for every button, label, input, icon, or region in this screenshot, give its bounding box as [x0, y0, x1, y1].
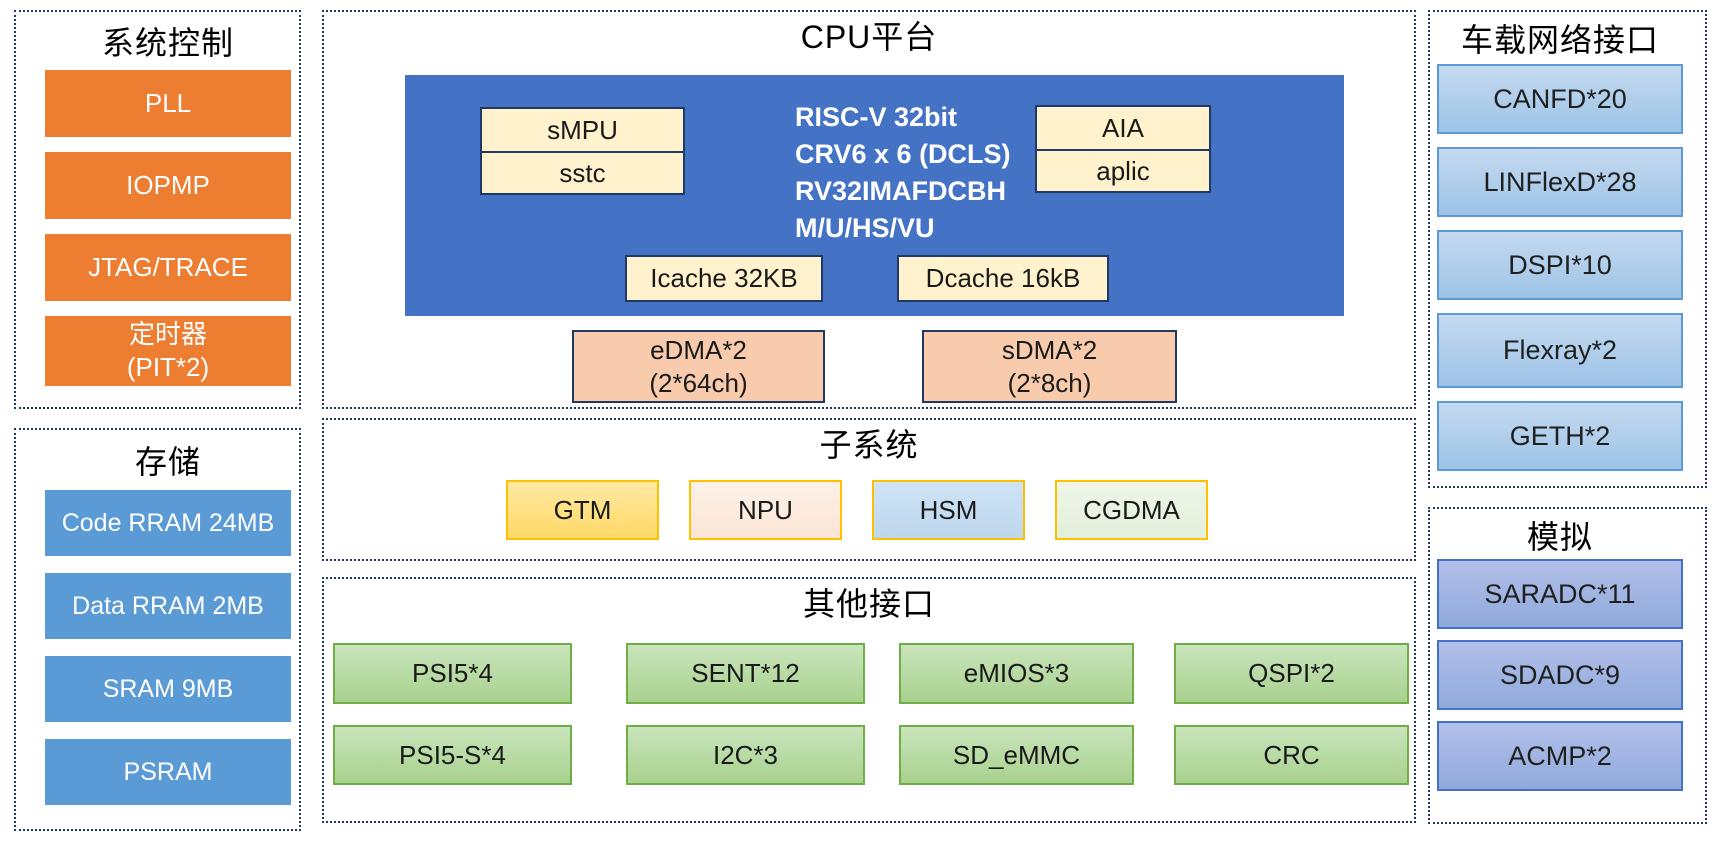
- block-canfd: CANFD*20: [1437, 64, 1683, 134]
- storage-title: 存储: [134, 444, 201, 480]
- panel-cpu-platform: CPU平台 sMPU sstc RISC-V 32bit CRV6 x 6 (D…: [322, 10, 1416, 409]
- block-jtag-trace: JTAG/TRACE: [45, 234, 291, 301]
- block-dspi: DSPI*10: [1437, 230, 1683, 300]
- panel-other-interfaces: 其他接口 PSI5*4 SENT*12 eMIOS*3 QSPI*2 PSI5-…: [322, 577, 1416, 823]
- panel-subsystem: 子系统 GTM NPU HSM CGDMA: [322, 418, 1416, 561]
- smpu-sstc-stack: sMPU sstc: [480, 107, 685, 195]
- block-edma-label: eDMA*2: [650, 334, 747, 365]
- block-psi5: PSI5*4: [333, 643, 572, 704]
- block-sram-label: SRAM 9MB: [102, 674, 234, 703]
- cpu-core-line-1: RISC-V 32bit: [795, 102, 958, 132]
- block-i2c: I2C*3: [626, 725, 865, 785]
- block-aia: AIA: [1102, 112, 1144, 143]
- block-timer-pit: 定时器 (PIT*2): [45, 316, 291, 386]
- panel-vehicle-network: 车载网络接口 CANFD*20 LINFlexD*28 DSPI*10 Flex…: [1428, 10, 1707, 488]
- block-emios: eMIOS*3: [899, 643, 1134, 704]
- panel-analog: 模拟 SARADC*11 SDADC*9 ACMP*2: [1428, 507, 1707, 824]
- block-cgdma: CGDMA: [1055, 480, 1208, 540]
- cpu-core-line-3: RV32IMAFDCBH: [795, 176, 1007, 206]
- panel-storage: 存储 Code RRAM 24MB Data RRAM 2MB SRAM 9MB…: [14, 428, 301, 831]
- block-edma: eDMA*2 (2*64ch): [572, 330, 825, 403]
- block-psram: PSRAM: [45, 739, 291, 805]
- block-iopmp: IOPMP: [45, 152, 291, 219]
- block-code-rram-label: Code RRAM 24MB: [61, 508, 275, 537]
- block-geth: GETH*2: [1437, 401, 1683, 471]
- block-dcache: Dcache 16kB: [897, 255, 1109, 302]
- block-npu: NPU: [689, 480, 842, 540]
- cpu-core-description: RISC-V 32bit CRV6 x 6 (DCLS) RV32IMAFDCB…: [795, 99, 1135, 247]
- block-iopmp-label: IOPMP: [126, 170, 210, 200]
- block-icache: Icache 32KB: [625, 255, 823, 302]
- cpu-core-line-4: M/U/HS/VU: [795, 213, 935, 243]
- block-sram: SRAM 9MB: [45, 656, 291, 722]
- panel-system-control: 系统控制 PLL IOPMP JTAG/TRACE 定时器 (PIT*2): [14, 10, 301, 409]
- vehicle-network-title: 车载网络接口: [1460, 22, 1659, 58]
- block-pll: PLL: [45, 70, 291, 137]
- block-data-rram-label: Data RRAM 2MB: [72, 591, 264, 620]
- cpu-core-block: sMPU sstc RISC-V 32bit CRV6 x 6 (DCLS) R…: [405, 75, 1344, 316]
- block-jtag-trace-label: JTAG/TRACE: [88, 252, 248, 282]
- cpu-platform-title: CPU平台: [800, 19, 938, 55]
- block-psi5-s: PSI5-S*4: [333, 725, 572, 785]
- block-code-rram: Code RRAM 24MB: [45, 490, 291, 556]
- block-sdma: sDMA*2 (2*8ch): [922, 330, 1177, 403]
- block-data-rram: Data RRAM 2MB: [45, 573, 291, 639]
- block-flexray: Flexray*2: [1437, 313, 1683, 388]
- block-crc: CRC: [1174, 725, 1409, 785]
- system-control-title: 系统控制: [101, 25, 234, 61]
- block-pll-label: PLL: [144, 88, 192, 118]
- block-hsm: HSM: [872, 480, 1025, 540]
- block-sdma-sublabel: (2*8ch): [1007, 367, 1092, 398]
- aia-aplic-stack: AIA aplic: [1035, 105, 1211, 193]
- block-aplic: aplic: [1037, 149, 1209, 191]
- subsystem-title: 子系统: [819, 427, 919, 463]
- block-sdadc: SDADC*9: [1437, 640, 1683, 710]
- cpu-core-line-2: CRV6 x 6 (DCLS): [795, 139, 1011, 169]
- block-smpu: sMPU: [547, 114, 618, 145]
- block-sd-emmc: SD_eMMC: [899, 725, 1134, 785]
- block-gtm: GTM: [506, 480, 659, 540]
- block-qspi: QSPI*2: [1174, 643, 1409, 704]
- block-saradc: SARADC*11: [1437, 559, 1683, 629]
- block-sdma-label: sDMA*2: [1001, 334, 1098, 365]
- block-sent: SENT*12: [626, 643, 865, 704]
- block-timer-sublabel: (PIT*2): [126, 352, 210, 382]
- block-linflexd: LINFlexD*28: [1437, 147, 1683, 217]
- block-timer-label: 定时器: [128, 319, 207, 349]
- subsystem-row: GTM NPU HSM CGDMA: [506, 480, 1208, 540]
- block-edma-sublabel: (2*64ch): [649, 367, 748, 398]
- other-interfaces-title: 其他接口: [802, 586, 935, 622]
- block-acmp: ACMP*2: [1437, 721, 1683, 791]
- block-sstc: sstc: [482, 151, 683, 193]
- block-psram-label: PSRAM: [123, 757, 213, 786]
- analog-title: 模拟: [1526, 519, 1593, 555]
